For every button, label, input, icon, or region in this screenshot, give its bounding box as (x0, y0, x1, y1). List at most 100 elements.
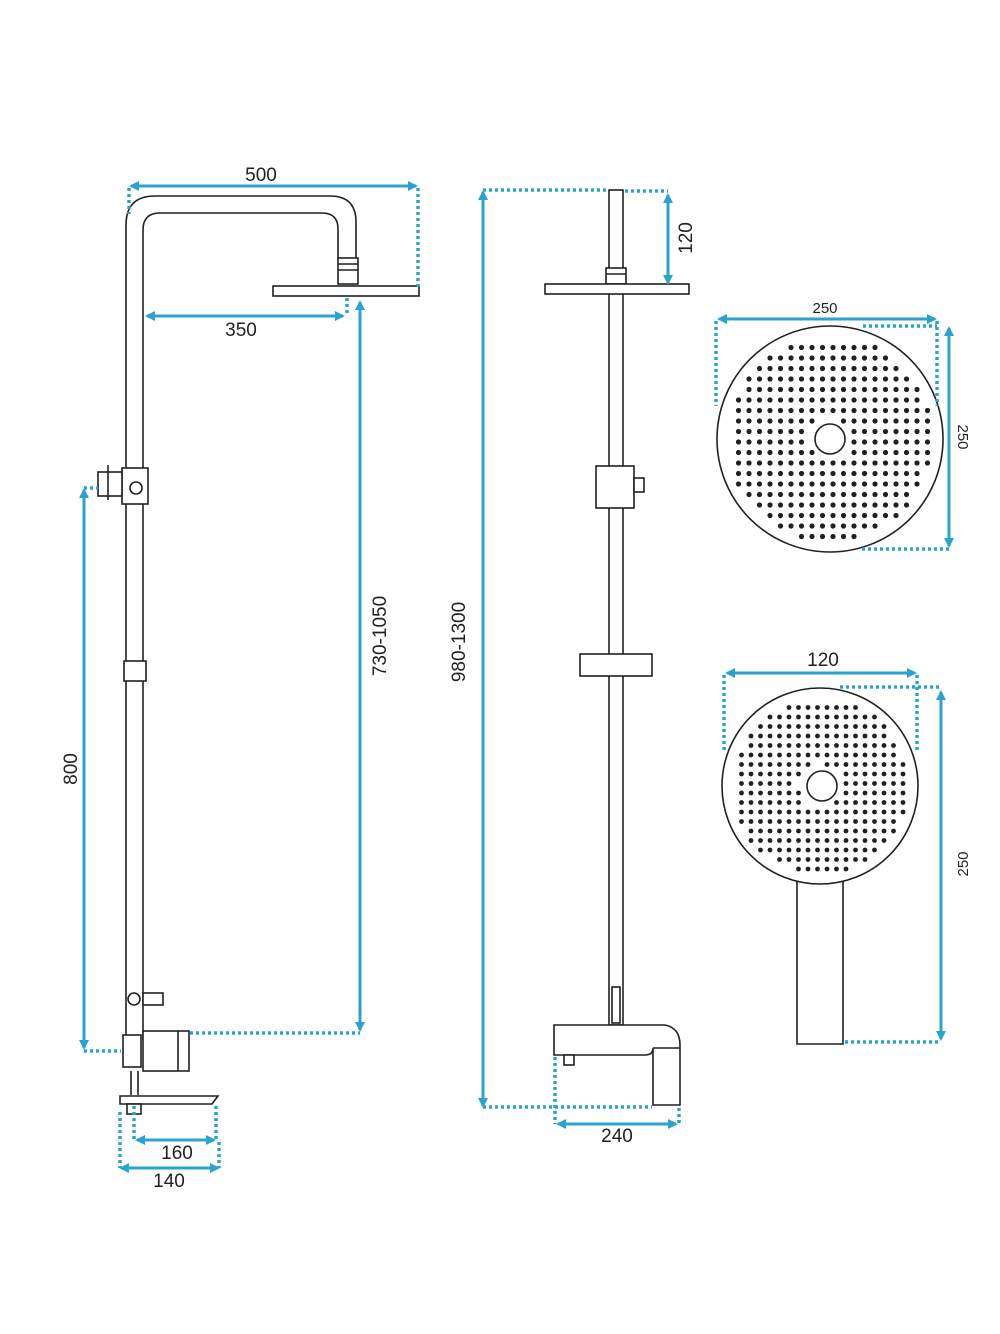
nozzle-hole (746, 491, 752, 498)
front-diverter (595, 465, 635, 509)
nozzle-hole (788, 428, 794, 435)
nozzle-hole (861, 439, 868, 445)
nozzle-hole (796, 819, 801, 824)
nozzle-hole (882, 365, 889, 372)
nozzle-hole (861, 512, 868, 519)
nozzle-hole (796, 838, 801, 843)
nozzle-hole (758, 752, 763, 758)
nozzle-hole (830, 460, 836, 466)
nozzle-hole (872, 502, 878, 508)
nozzle-hole (861, 376, 868, 382)
nozzle-hole (882, 502, 889, 508)
nozzle-hole (914, 428, 920, 435)
nozzle-hole (758, 828, 763, 834)
nozzle-hole (891, 809, 896, 815)
nozzle-hole (893, 449, 899, 456)
nozzle-hole (914, 439, 920, 445)
nozzle-hole (900, 790, 906, 796)
nozzle-hole (788, 449, 794, 456)
nozzle-hole (924, 418, 931, 424)
front-view-dimensions: 120 980-1300 240 (449, 188, 697, 1147)
nozzle-hole (893, 460, 899, 466)
nozzle-hole (788, 460, 794, 466)
nozzle-hole (872, 838, 877, 843)
nozzle-hole (914, 460, 920, 466)
nozzle-hole (809, 481, 815, 487)
nozzle-hole (758, 790, 763, 796)
nozzle-hole (767, 809, 773, 815)
nozzle-hole (746, 481, 752, 487)
nozzle-hole (805, 752, 811, 758)
nozzle-hole (756, 428, 763, 435)
nozzle-hole (735, 397, 742, 403)
nozzle-hole (756, 376, 763, 382)
nozzle-hole (900, 781, 906, 786)
nozzle-hole (796, 752, 801, 758)
nozzle-hole (851, 355, 857, 361)
nozzle-hole (824, 724, 830, 729)
nozzle-hole (819, 481, 826, 487)
nozzle-hole (893, 502, 899, 508)
nozzle-hole (843, 819, 849, 824)
nozzle-hole (862, 847, 868, 853)
nozzle-hole (882, 386, 889, 393)
nozzle-hole (788, 365, 794, 372)
nozzle-hole (882, 481, 889, 487)
nozzle-hole (891, 771, 896, 777)
nozzle-hole (777, 439, 784, 445)
nozzle-hole (805, 743, 811, 748)
nozzle-hole (824, 762, 830, 767)
nozzle-hole (819, 355, 826, 361)
nozzle-hole (788, 439, 794, 445)
nozzle-hole (840, 376, 847, 382)
dim-arm-reach: 350 (225, 320, 257, 341)
nozzle-hole (903, 449, 910, 456)
nozzle-hole (872, 407, 878, 414)
side-head-plate (272, 285, 420, 297)
nozzle-hole (891, 819, 896, 824)
nozzle-hole (819, 502, 826, 508)
rain-head-center-cap (814, 423, 846, 455)
nozzle-hole (777, 781, 782, 786)
nozzle-hole (735, 470, 742, 477)
nozzle-hole (881, 809, 887, 815)
nozzle-hole (805, 866, 811, 872)
nozzle-hole (777, 418, 784, 424)
nozzle-hole (834, 800, 839, 805)
nozzle-hole (767, 838, 773, 843)
nozzle-hole (777, 428, 784, 435)
nozzle-hole (805, 857, 811, 862)
nozzle-hole (843, 828, 849, 834)
nozzle-hole (853, 733, 858, 739)
nozzle-hole (777, 743, 782, 748)
nozzle-hole (843, 743, 849, 748)
nozzle-hole (840, 533, 847, 540)
nozzle-hole (767, 449, 773, 456)
nozzle-hole (786, 819, 792, 824)
front-view (544, 189, 690, 1106)
side-mixer-base (119, 1095, 220, 1105)
nozzle-hole (758, 771, 763, 777)
nozzle-hole (809, 344, 815, 351)
dim-spout-width: 240 (601, 1126, 633, 1147)
nozzle-hole (777, 502, 784, 508)
nozzle-hole (872, 512, 878, 519)
nozzle-hole (815, 743, 820, 748)
nozzle-hole (872, 491, 878, 498)
nozzle-hole (862, 800, 868, 805)
nozzle-hole (786, 743, 792, 748)
nozzle-hole (840, 386, 847, 393)
nozzle-hole (824, 809, 830, 815)
nozzle-hole (777, 365, 784, 372)
nozzle-hole (796, 847, 801, 853)
nozzle-hole (830, 523, 836, 529)
nozzle-hole (903, 502, 910, 508)
nozzle-hole (834, 752, 839, 758)
nozzle-hole (809, 355, 815, 361)
nozzle-hole (891, 752, 896, 758)
nozzle-hole (819, 344, 826, 351)
nozzle-hole (851, 502, 857, 508)
nozzle-hole (862, 771, 868, 777)
nozzle-hole (805, 819, 811, 824)
nozzle-hole (872, 386, 878, 393)
